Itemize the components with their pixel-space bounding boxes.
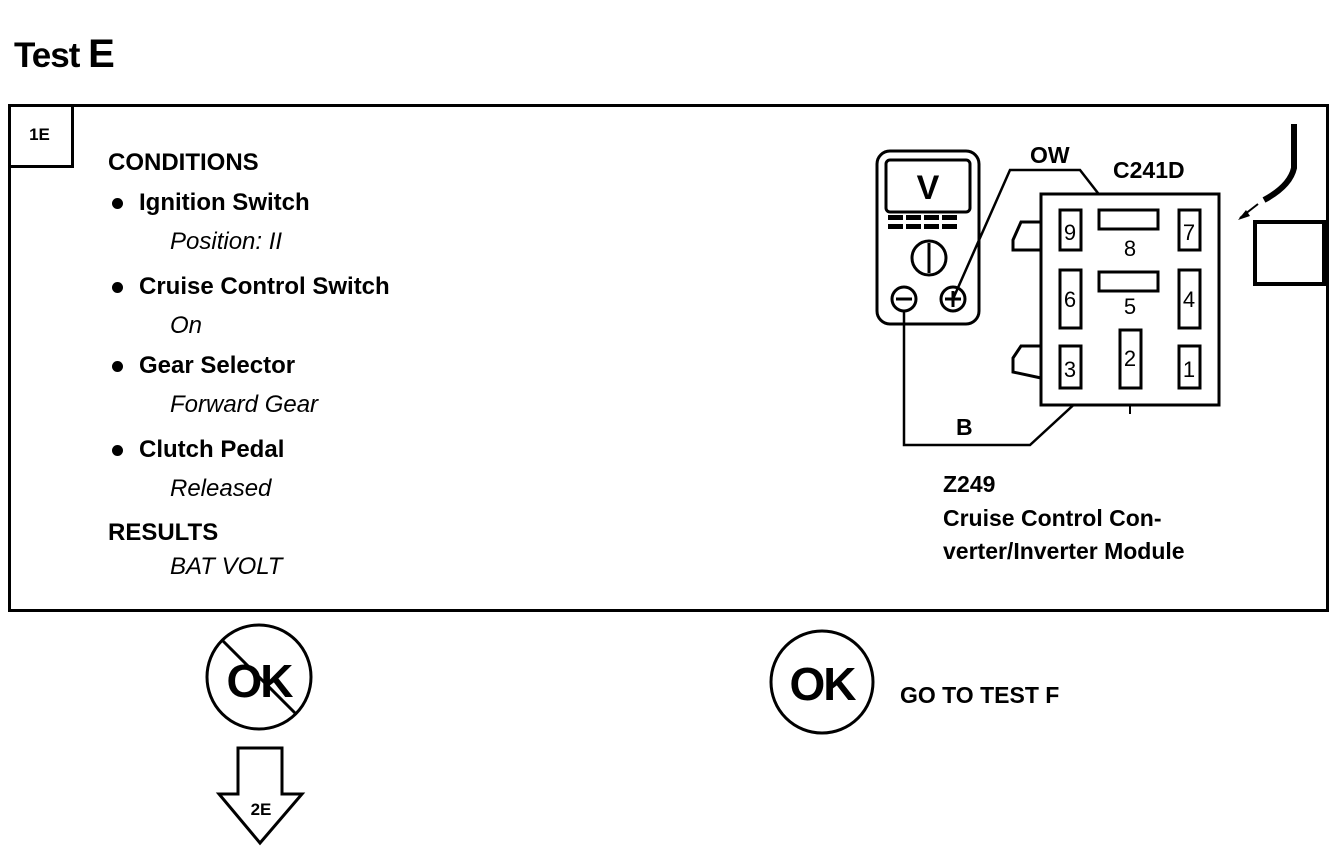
condition-label: Gear Selector xyxy=(139,352,296,379)
positive-terminal xyxy=(939,285,967,313)
pin-label: 5 xyxy=(1124,294,1136,319)
pin-label: 7 xyxy=(1183,220,1195,245)
pin-label: 1 xyxy=(1183,357,1195,382)
title-prefix: Test xyxy=(14,36,80,75)
conditions-heading: CONDITIONS xyxy=(108,149,259,176)
wire-label-ow: OW xyxy=(1030,142,1070,168)
title-letter: E xyxy=(88,32,115,76)
pin-label: 8 xyxy=(1124,236,1136,261)
pin-label: 4 xyxy=(1183,287,1195,312)
harness-cable-icon xyxy=(1238,124,1326,286)
page-title: Test E xyxy=(14,32,115,77)
condition-label: Ignition Switch xyxy=(139,189,310,216)
ok-icon: OK xyxy=(769,629,875,735)
next-step-label: 2E xyxy=(251,800,272,819)
bullet-icon xyxy=(112,282,123,293)
bullet-icon xyxy=(112,361,123,372)
connector-label: C241D xyxy=(1113,157,1185,183)
module-name-line2: verter/Inverter Module xyxy=(943,538,1185,564)
condition-label: Clutch Pedal xyxy=(139,436,285,463)
condition-value: Forward Gear xyxy=(170,391,319,418)
voltmeter-icon: V xyxy=(875,149,981,326)
test-step-box xyxy=(8,104,1329,612)
module-id: Z249 xyxy=(943,471,996,497)
condition-value: On xyxy=(170,312,203,339)
bullet-icon xyxy=(112,445,123,456)
ow-wire xyxy=(951,168,1109,300)
condition-value: Released xyxy=(170,475,272,502)
results-heading: RESULTS xyxy=(108,519,219,546)
condition-value: Position: II xyxy=(170,228,283,255)
not-ok-icon: OK xyxy=(205,623,313,731)
pin-label: 3 xyxy=(1064,357,1076,382)
results-value: BAT VOLT xyxy=(170,553,283,580)
meter-letter: V xyxy=(917,169,940,207)
wire-label-b: B xyxy=(956,414,973,440)
next-step-arrow-icon: 2E xyxy=(215,746,306,846)
pin-label: 6 xyxy=(1064,287,1076,312)
ok-label: OK xyxy=(790,658,857,710)
step-id-tag: 1E xyxy=(8,104,74,168)
condition-label: Cruise Control Switch xyxy=(139,273,390,300)
connector-c241d: 9 8 7 6 5 4 3 2 1 xyxy=(1011,192,1221,414)
bullet-icon xyxy=(112,198,123,209)
module-name-line1: Cruise Control Con- xyxy=(943,505,1162,531)
pin-label: 9 xyxy=(1064,220,1076,245)
pin-label: 2 xyxy=(1124,346,1136,371)
ok-action: GO TO TEST F xyxy=(900,682,1060,708)
